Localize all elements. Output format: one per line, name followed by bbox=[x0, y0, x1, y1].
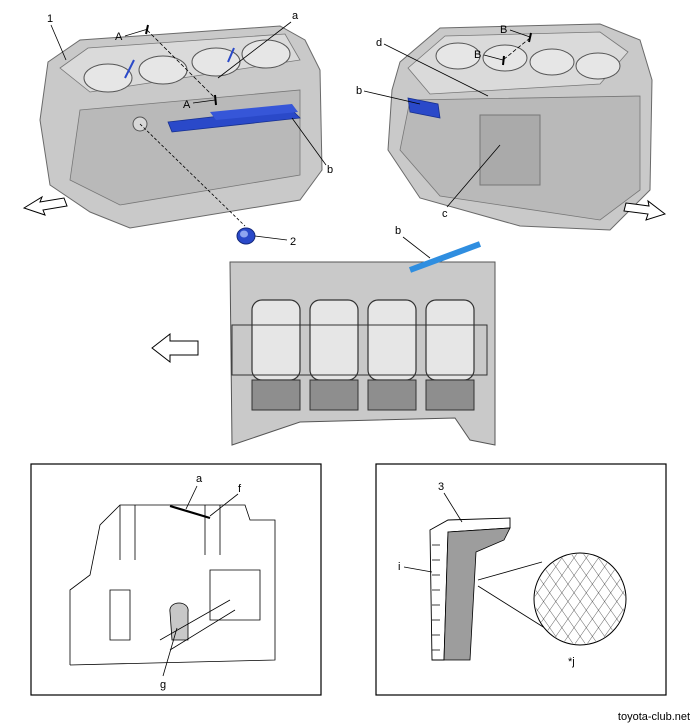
engine-block-bottom-view bbox=[229, 241, 496, 446]
blue-highlight-b-middle bbox=[408, 241, 482, 273]
callout-f: f bbox=[209, 483, 242, 517]
detail-box-right: 3 i *j bbox=[375, 463, 667, 696]
detail-box-left: a f g bbox=[30, 463, 322, 696]
callout-3: 3 bbox=[438, 481, 463, 523]
svg-text:g: g bbox=[160, 679, 166, 691]
block-outline-drawing bbox=[69, 504, 276, 666]
svg-text:i: i bbox=[398, 561, 400, 573]
engine-block-left-view bbox=[39, 25, 323, 245]
callout-a-box: a bbox=[185, 473, 203, 510]
main-bearing-bores bbox=[251, 299, 475, 411]
callout-b-left: b bbox=[291, 117, 333, 176]
svg-text:B: B bbox=[500, 24, 507, 36]
callout-b-middle: b bbox=[395, 225, 431, 259]
svg-text:a: a bbox=[292, 10, 299, 22]
watermark: toyota-club.net bbox=[608, 707, 700, 727]
direction-arrow-left-middle bbox=[151, 332, 199, 364]
svg-text:B: B bbox=[474, 49, 481, 61]
svg-text:f: f bbox=[238, 483, 242, 495]
callout-j: *j bbox=[568, 656, 575, 668]
svg-text:b: b bbox=[395, 225, 401, 237]
callout-A-lower: A bbox=[183, 94, 217, 111]
crosshatch-magnified bbox=[533, 552, 627, 646]
svg-text:d: d bbox=[376, 37, 382, 49]
svg-text:2: 2 bbox=[290, 236, 296, 248]
callout-B-upper: B bbox=[500, 24, 532, 43]
callout-d: d bbox=[376, 37, 489, 97]
svg-text:A: A bbox=[183, 99, 191, 111]
callout-B-lower: B bbox=[474, 49, 505, 66]
callout-i: i bbox=[398, 561, 433, 573]
svg-text:a: a bbox=[196, 473, 203, 485]
callout-c: c bbox=[442, 144, 501, 220]
bore-liner-section bbox=[429, 517, 549, 661]
svg-text:b: b bbox=[327, 164, 333, 176]
callout-1: 1 bbox=[47, 13, 67, 61]
direction-arrow-left-upper bbox=[22, 195, 68, 216]
callout-g: g bbox=[160, 627, 178, 691]
svg-text:c: c bbox=[442, 208, 448, 220]
svg-text:A: A bbox=[115, 31, 123, 43]
callout-b-right: b bbox=[356, 85, 421, 105]
svg-text:b: b bbox=[356, 85, 362, 97]
callout-A-upper: A bbox=[115, 24, 149, 43]
part-2-bolt bbox=[236, 227, 256, 245]
svg-text:3: 3 bbox=[438, 481, 444, 493]
engine-block-right-view bbox=[387, 23, 653, 231]
svg-text:1: 1 bbox=[47, 13, 53, 25]
svg-text:*j: *j bbox=[568, 656, 575, 668]
direction-arrow-right bbox=[623, 199, 667, 221]
callout-2: 2 bbox=[254, 235, 296, 248]
callout-a-top: a bbox=[217, 10, 299, 79]
